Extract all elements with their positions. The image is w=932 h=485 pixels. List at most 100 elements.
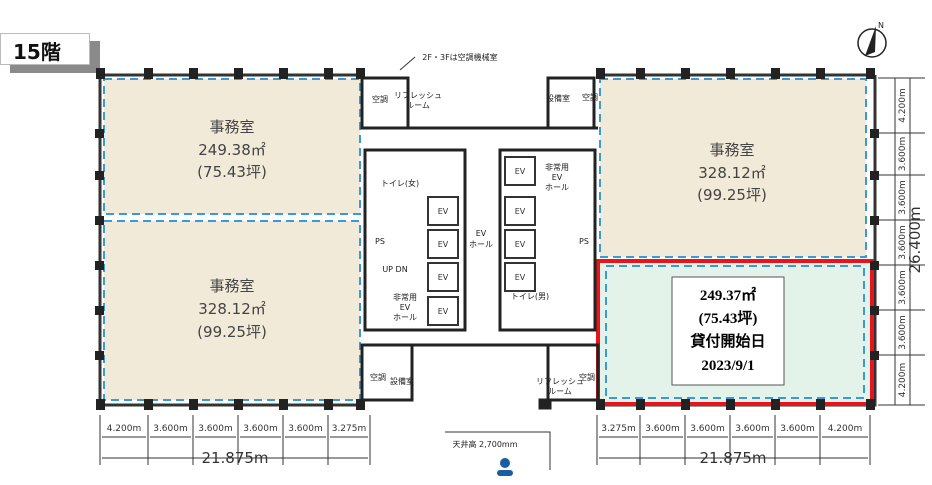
column xyxy=(596,399,605,410)
core xyxy=(360,76,600,410)
ev-hall-label-2: ホール xyxy=(469,240,493,249)
room-area: 328.12㎡ xyxy=(698,164,766,182)
dim-segment-label: 3.600m xyxy=(898,315,908,350)
ceiling-leader xyxy=(445,431,551,470)
dim-total-right: 26.400m xyxy=(906,206,924,273)
column xyxy=(771,399,780,410)
refresh-room-label: ルーム xyxy=(406,101,430,110)
office-top-right[interactable] xyxy=(599,78,867,258)
ev-label: EV xyxy=(515,167,526,176)
dim-total-bottom-right: 21.875m xyxy=(699,449,766,467)
note-leader xyxy=(399,56,416,71)
dim-segment-label: 3.600m xyxy=(898,137,908,172)
dim-segment-label: 3.600m xyxy=(243,424,278,434)
dim-segment-label: 3.600m xyxy=(780,424,815,434)
column xyxy=(870,171,879,180)
toilet-female-label: トイレ(女) xyxy=(381,178,419,188)
ev-label: EV xyxy=(515,273,526,282)
column xyxy=(870,351,879,360)
refresh-room-label: リフレッシュ xyxy=(536,377,584,386)
office-top-left[interactable] xyxy=(103,78,361,215)
dim-segment-label: 4.200m xyxy=(898,363,908,398)
dim-segment-label: 3.600m xyxy=(898,225,908,260)
highlight-tsubo: (75.43坪) xyxy=(699,310,758,327)
floor-label-text: 15階 xyxy=(13,40,61,64)
ac-label: 空調 xyxy=(370,372,386,382)
storage-label: 設備室 xyxy=(546,93,570,103)
dim-segment-label: 3.600m xyxy=(645,424,680,434)
column xyxy=(324,399,333,410)
column xyxy=(279,68,288,79)
room-tsubo: (99.25坪) xyxy=(697,186,767,204)
column xyxy=(636,399,645,410)
room-tsubo: (75.43坪) xyxy=(197,163,267,181)
floor-label: 15階 xyxy=(0,33,90,65)
column xyxy=(681,68,690,79)
column xyxy=(189,399,198,410)
ev-label: EV xyxy=(438,273,449,282)
emergency-ev-label: ホール xyxy=(545,183,569,192)
room-name: 事務室 xyxy=(209,277,254,295)
dim-segment-label: 3.600m xyxy=(898,180,908,215)
column xyxy=(96,399,105,410)
dim-segment-label: 3.275m xyxy=(332,424,367,434)
room-area: 328.12㎡ xyxy=(198,300,266,318)
ev-label: EV xyxy=(438,240,449,249)
dim-segment-label: 3.600m xyxy=(690,424,725,434)
ceiling-height-note: 天井高 2,700mm xyxy=(452,439,517,449)
column xyxy=(95,216,104,225)
dim-segment-label: 3.600m xyxy=(898,270,908,305)
column xyxy=(96,68,105,79)
column xyxy=(189,68,198,79)
column xyxy=(234,399,243,410)
emergency-ev-label: ホール xyxy=(393,313,417,322)
dim-segment-label: 4.200m xyxy=(898,88,908,123)
column xyxy=(726,68,735,79)
room-name: 事務室 xyxy=(709,141,754,159)
ac-label: 空調 xyxy=(582,92,598,102)
column xyxy=(144,399,153,410)
ev-hall-label: EV xyxy=(476,229,487,238)
dim-segment-label: 3.275m xyxy=(601,424,636,434)
emergency-ev-label: EV xyxy=(552,173,563,182)
column xyxy=(636,68,645,79)
ev-label: EV xyxy=(438,307,449,316)
ac-label: 空調 xyxy=(372,94,388,104)
column xyxy=(771,68,780,79)
column xyxy=(144,68,153,79)
dim-segment-label: 3.600m xyxy=(735,424,770,434)
column xyxy=(870,306,879,315)
ev-label: EV xyxy=(438,207,449,216)
column xyxy=(870,261,879,270)
elevators xyxy=(427,156,536,326)
compass-label: N xyxy=(878,21,884,30)
toilet-male-label: トイレ(男) xyxy=(511,292,549,301)
column xyxy=(279,399,288,410)
highlight-area: 249.37㎡ xyxy=(700,286,756,304)
column xyxy=(95,261,104,270)
north-compass-icon: N xyxy=(857,21,887,58)
refresh-room-label: ルーム xyxy=(548,387,572,396)
ev-labels: EV EV EV EV EV EV EV EV xyxy=(438,167,526,316)
dim-segment-label: 3.600m xyxy=(153,424,188,434)
dimension-lines: 4.200m 3.600m 3.600m 3.600m 3.600m 3.275m 3.27… xyxy=(99,77,925,465)
column xyxy=(866,68,875,79)
emergency-ev-label: 非常用 xyxy=(545,162,569,172)
highlight-label-box xyxy=(671,276,785,386)
columns xyxy=(95,68,879,410)
dim-total-bottom-left: 21.875m xyxy=(201,449,268,467)
dim-segment-label: 3.600m xyxy=(198,424,233,434)
person-icon xyxy=(497,458,513,476)
note-top: 2F・3Fは空調機械室 xyxy=(422,52,497,62)
column xyxy=(95,171,104,180)
dim-segment-label: 4.200m xyxy=(828,424,863,434)
column xyxy=(95,306,104,315)
room-name: 事務室 xyxy=(209,118,254,136)
column xyxy=(95,351,104,360)
column xyxy=(681,399,690,410)
column xyxy=(324,68,333,79)
emergency-ev-label: EV xyxy=(400,303,411,312)
column xyxy=(866,399,875,410)
stairs-label: UP DN xyxy=(382,265,407,274)
